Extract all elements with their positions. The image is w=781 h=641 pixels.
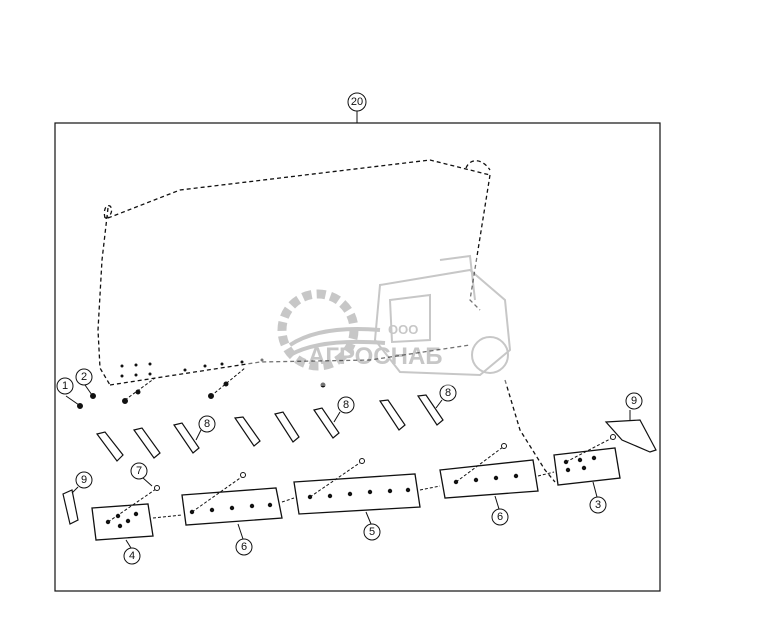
callout-1: 1 <box>62 380 68 392</box>
watermark-prefix: ООО <box>388 322 418 337</box>
callout-9-a: 9 <box>81 474 87 486</box>
callout-5: 5 <box>369 526 375 538</box>
watermark: ООО АГРОСНАБ <box>248 254 536 386</box>
diagram-frame <box>54 122 661 592</box>
callout-8-a: 8 <box>204 418 210 430</box>
callout-6-b: 6 <box>497 511 503 523</box>
combine-harvester-icon <box>373 254 512 377</box>
callout-group-1-2: 1 2 <box>56 368 93 406</box>
bolt-assemblies <box>77 367 326 409</box>
callout-3: 3 <box>595 499 601 511</box>
callout-2: 2 <box>81 371 87 383</box>
callout-group-9: 9 9 <box>71 392 643 494</box>
gear-icon <box>277 289 386 371</box>
callout-4: 4 <box>129 550 135 562</box>
end-bits <box>62 419 657 525</box>
cutting-edges <box>91 447 621 541</box>
assembly-callout: 20 <box>347 92 367 123</box>
callout-8-c: 8 <box>445 387 451 399</box>
callout-8-b: 8 <box>343 399 349 411</box>
callout-6-a: 6 <box>241 541 247 553</box>
callout-group-8: 8 8 8 <box>195 384 457 441</box>
edge-bolt-holes <box>120 358 264 378</box>
edge-bolt-leaders <box>107 437 613 523</box>
moldboard-outline <box>97 159 556 483</box>
callout-7: 7 <box>136 465 142 477</box>
callout-9-b: 9 <box>631 395 637 407</box>
callout-group-edges: 7 4 6 5 6 3 <box>123 462 607 565</box>
callout-20: 20 <box>351 96 363 108</box>
bits-row <box>95 394 444 462</box>
edge-bolt-heads <box>154 434 616 491</box>
watermark-company: АГРОСНАБ <box>308 343 443 370</box>
